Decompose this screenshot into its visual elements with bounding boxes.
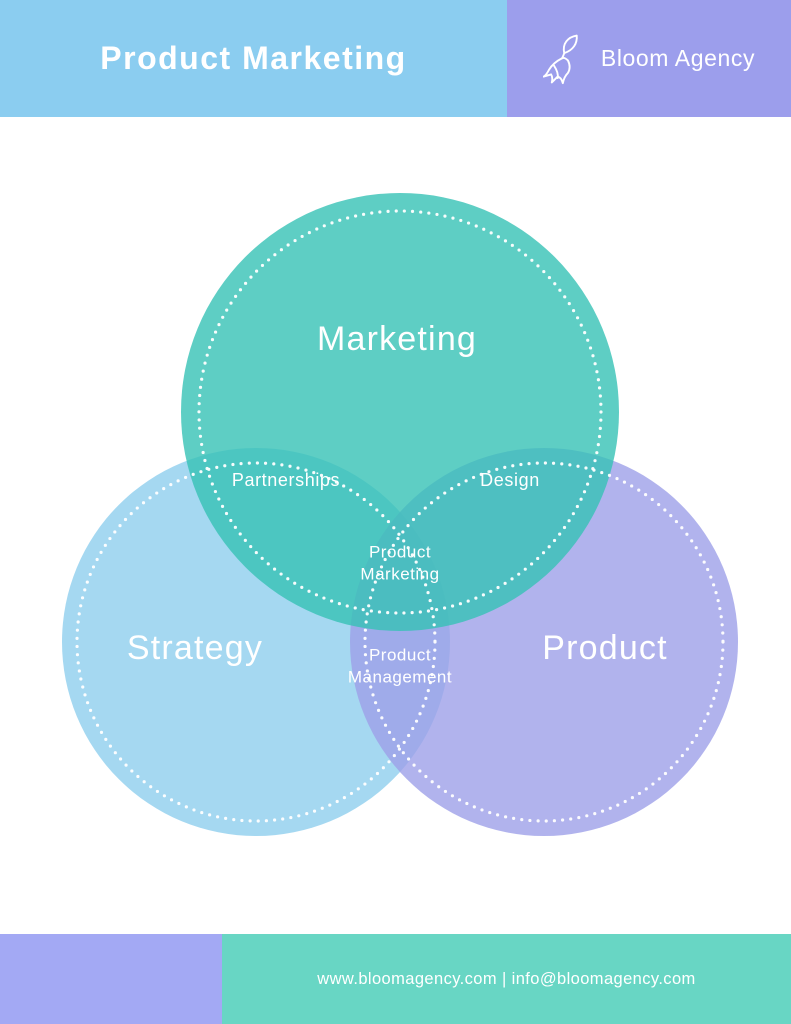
marketing-circle-fill <box>181 193 619 631</box>
partnerships-label: Partnerships <box>232 470 340 490</box>
bellflower-icon <box>542 31 587 87</box>
center-label-line1: Product <box>369 543 431 562</box>
brand-name: Bloom Agency <box>600 45 756 71</box>
center-label-line2: Marketing <box>360 565 439 584</box>
footer-contact: www.bloomagency.com | info@bloomagency.c… <box>317 969 696 988</box>
footer-accent-block <box>0 934 222 1024</box>
footer: www.bloomagency.com | info@bloomagency.c… <box>0 934 791 1024</box>
strategy-label: Strategy <box>127 629 263 667</box>
design-label: Design <box>480 470 540 490</box>
marketing-label: Marketing <box>317 320 477 358</box>
header-title-bar: Product Marketing <box>0 0 507 117</box>
venn-diagram-area: Marketing Strategy Product Partnerships … <box>0 117 791 934</box>
product-management-label-line2: Management <box>348 668 452 687</box>
product-circle-dotted-outline <box>363 461 725 823</box>
header: Product Marketing Bloom Agency <box>0 0 791 117</box>
product-management-label-line1: Product <box>369 646 431 665</box>
brand-bar: Bloom Agency <box>507 0 791 117</box>
product-label: Product <box>542 629 668 667</box>
page-title: Product Marketing <box>100 40 407 76</box>
venn-diagram: Marketing Strategy Product Partnerships … <box>62 193 738 836</box>
strategy-circle-dotted-outline <box>75 461 437 823</box>
footer-contact-bar: www.bloomagency.com | info@bloomagency.c… <box>222 934 791 1024</box>
marketing-circle-dotted-outline <box>197 209 603 615</box>
